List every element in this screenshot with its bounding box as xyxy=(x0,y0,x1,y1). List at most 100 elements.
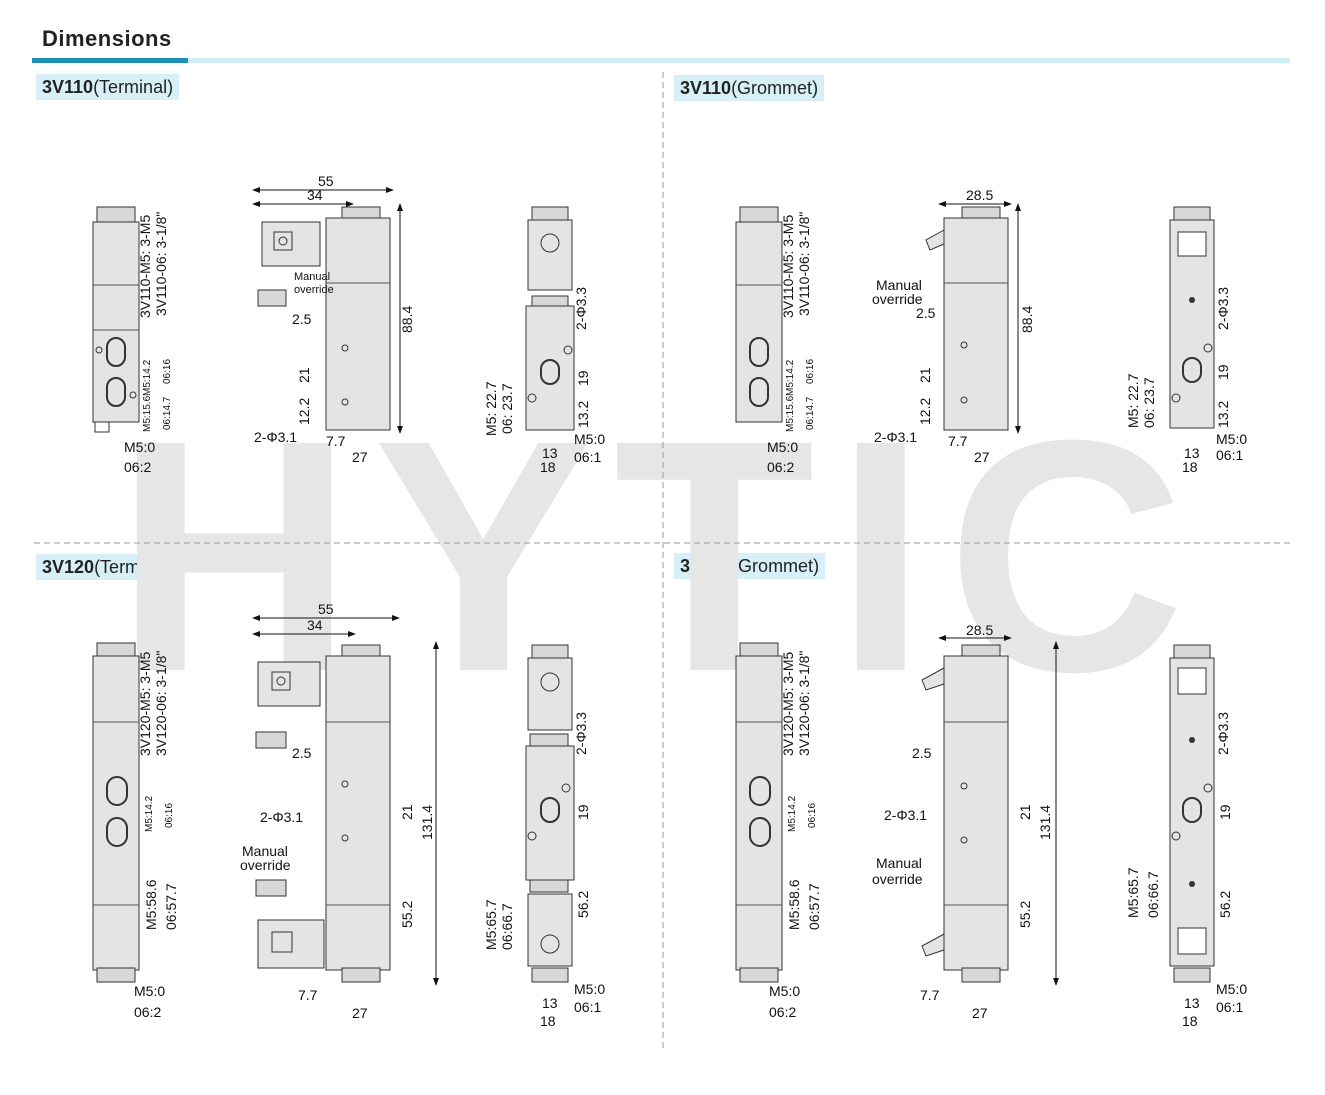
svg-text:06:2: 06:2 xyxy=(124,459,151,475)
svg-text:13: 13 xyxy=(542,995,558,1011)
svg-text:06:2: 06:2 xyxy=(134,1004,161,1020)
svg-text:M5:0: M5:0 xyxy=(134,983,165,999)
view-3v120-terminal-end: 2-Φ3.3 19 M5:65.7 06:66.7 56.2 M5:0 06:1… xyxy=(483,644,605,1029)
svg-text:19: 19 xyxy=(575,804,591,820)
svg-text:06:14.7: 06:14.7 xyxy=(162,396,173,430)
title-underline-light xyxy=(188,58,1290,63)
svg-text:06:57.7: 06:57.7 xyxy=(806,883,822,930)
svg-text:2.5: 2.5 xyxy=(292,311,312,327)
svg-text:override: override xyxy=(872,291,923,307)
view-3v110-terminal-front: 55 34 Manual override 2.5 88.4 21 12.2 2… xyxy=(252,173,415,465)
svg-text:2-Φ3.1: 2-Φ3.1 xyxy=(254,429,297,445)
section-label-3v110-terminal: 3V110(Terminal) xyxy=(36,74,180,100)
svg-text:06:2: 06:2 xyxy=(769,1004,796,1020)
svg-text:M5:0: M5:0 xyxy=(574,981,605,997)
svg-text:3V120-06: 3-1/8": 3V120-06: 3-1/8" xyxy=(796,651,812,756)
svg-text:2-Φ3.1: 2-Φ3.1 xyxy=(874,429,917,445)
svg-text:M5:65.7: M5:65.7 xyxy=(483,899,499,950)
svg-text:56.2: 56.2 xyxy=(1217,891,1233,918)
svg-text:55: 55 xyxy=(318,173,334,189)
svg-text:34: 34 xyxy=(307,187,323,203)
svg-text:M5:14.2: M5:14.2 xyxy=(144,795,155,832)
view-3v110-grommet-end: 2-Φ3.3 M5: 22.7 06: 23.7 19 13.2 M5:0 06… xyxy=(1125,206,1247,475)
svg-text:27: 27 xyxy=(972,1005,988,1021)
svg-text:M5:65.7: M5:65.7 xyxy=(1125,867,1141,918)
svg-text:3V110-06: 3-1/8": 3V110-06: 3-1/8" xyxy=(796,212,812,316)
svg-text:18: 18 xyxy=(1182,1013,1198,1029)
svg-text:M5:14.2: M5:14.2 xyxy=(785,359,796,396)
svg-text:M5:14.2: M5:14.2 xyxy=(142,359,153,396)
svg-text:13.2: 13.2 xyxy=(575,401,591,428)
svg-text:34: 34 xyxy=(307,617,323,633)
svg-text:M5: 22.7: M5: 22.7 xyxy=(483,381,499,436)
svg-text:55.2: 55.2 xyxy=(1017,901,1033,928)
svg-text:19: 19 xyxy=(575,370,591,386)
svg-text:13.2: 13.2 xyxy=(1215,401,1231,428)
svg-text:3V120-M5: 3-M5: 3V120-M5: 3-M5 xyxy=(137,652,153,756)
svg-text:M5: 22.7: M5: 22.7 xyxy=(1125,373,1141,428)
svg-text:M5:58.6: M5:58.6 xyxy=(143,879,159,930)
svg-text:55: 55 xyxy=(318,601,334,617)
svg-text:06:1: 06:1 xyxy=(574,449,601,465)
svg-text:M5:14.2: M5:14.2 xyxy=(787,795,798,832)
svg-text:Manual: Manual xyxy=(876,277,922,293)
svg-text:3V110-M5: 3-M5: 3V110-M5: 3-M5 xyxy=(137,215,153,318)
view-3v110-grommet-front: 28.5 Manual override 2.5 88.4 21 12.2 2-… xyxy=(872,187,1035,465)
svg-text:28.5: 28.5 xyxy=(966,622,993,638)
svg-text:55.2: 55.2 xyxy=(399,901,415,928)
svg-text:56.2: 56.2 xyxy=(575,891,591,918)
svg-text:19: 19 xyxy=(1215,364,1231,380)
svg-text:21: 21 xyxy=(1017,804,1033,820)
svg-text:3V120-M5: 3-M5: 3V120-M5: 3-M5 xyxy=(780,652,796,756)
svg-text:06:16: 06:16 xyxy=(164,803,175,828)
section-label-3v120-terminal: 3V120(Terminal) xyxy=(36,554,181,580)
svg-text:13: 13 xyxy=(1184,445,1200,461)
svg-text:7.7: 7.7 xyxy=(948,433,968,449)
view-3v110-terminal-side: 3V110-M5: 3-M5 3V110-06: 3-1/8" M5:14.2 … xyxy=(92,206,173,475)
svg-text:M5:15.6: M5:15.6 xyxy=(142,395,153,432)
view-3v120-terminal-side: 3V120-M5: 3-M5 3V120-06: 3-1/8" M5:14.2 … xyxy=(92,642,179,1020)
svg-text:06: 23.7: 06: 23.7 xyxy=(1141,377,1157,428)
svg-text:Manual: Manual xyxy=(242,843,288,859)
svg-text:21: 21 xyxy=(296,367,312,383)
svg-text:override: override xyxy=(294,284,334,296)
title-underline-accent xyxy=(32,58,188,63)
page-title: Dimensions xyxy=(42,26,172,51)
svg-text:2-Φ3.3: 2-Φ3.3 xyxy=(1215,712,1231,755)
svg-text:06:1: 06:1 xyxy=(1216,447,1243,463)
svg-text:13: 13 xyxy=(542,445,558,461)
svg-text:12.2: 12.2 xyxy=(296,398,312,425)
svg-text:2-Φ3.3: 2-Φ3.3 xyxy=(573,712,589,755)
view-3v120-terminal-front: 55 34 2.5 2-Φ3.1 Manual override 21 131.… xyxy=(240,601,439,1021)
svg-text:18: 18 xyxy=(1182,459,1198,475)
svg-text:M5:0: M5:0 xyxy=(767,439,798,455)
svg-text:M5:0: M5:0 xyxy=(1216,981,1247,997)
svg-text:7.7: 7.7 xyxy=(298,987,318,1003)
svg-text:06: 23.7: 06: 23.7 xyxy=(499,383,515,434)
svg-text:27: 27 xyxy=(352,449,368,465)
svg-text:21: 21 xyxy=(917,367,933,383)
view-3v110-grommet-side: 3V110-M5: 3-M5 3V110-06: 3-1/8" M5:14.2 … xyxy=(735,206,816,475)
svg-text:06:1: 06:1 xyxy=(574,999,601,1015)
svg-text:Manual: Manual xyxy=(876,855,922,871)
section-label-3v120-grommet: 3V120(Grommet) xyxy=(674,553,826,579)
svg-text:19: 19 xyxy=(1217,804,1233,820)
svg-text:06:16: 06:16 xyxy=(805,359,816,384)
svg-text:06:16: 06:16 xyxy=(807,803,818,828)
view-3v120-grommet-side: 3V120-M5: 3-M5 3V120-06: 3-1/8" M5:14.2 … xyxy=(735,642,822,1020)
svg-text:88.4: 88.4 xyxy=(1019,306,1035,333)
svg-text:21: 21 xyxy=(399,804,415,820)
svg-text:M5:0: M5:0 xyxy=(1216,431,1247,447)
svg-text:7.7: 7.7 xyxy=(326,433,346,449)
svg-text:3V120-06: 3-1/8": 3V120-06: 3-1/8" xyxy=(153,651,169,756)
view-3v110-terminal-end: 2-Φ3.3 M5: 22.7 06: 23.7 19 13.2 M5:0 06… xyxy=(483,206,605,475)
svg-text:18: 18 xyxy=(540,1013,556,1029)
svg-text:M5:0: M5:0 xyxy=(769,983,800,999)
section-label-3v110-grommet: 3V110(Grommet) xyxy=(674,75,825,101)
svg-text:2-Φ3.1: 2-Φ3.1 xyxy=(260,809,303,825)
svg-text:06:66.7: 06:66.7 xyxy=(499,903,515,950)
svg-text:2-Φ3.1: 2-Φ3.1 xyxy=(884,807,927,823)
svg-text:3V110-06: 3-1/8": 3V110-06: 3-1/8" xyxy=(153,212,169,316)
svg-text:27: 27 xyxy=(974,449,990,465)
